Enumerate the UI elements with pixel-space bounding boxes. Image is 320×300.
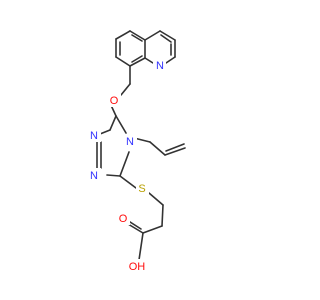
- atom-o-ether: O: [108, 93, 121, 107]
- svg-text:N: N: [90, 170, 98, 182]
- svg-text:OH: OH: [129, 261, 146, 273]
- svg-text:N: N: [126, 136, 134, 148]
- triazole-ring: [94, 115, 130, 177]
- atom-n-triazole-left-bottom: N: [88, 168, 101, 182]
- atom-oh-group: OH: [126, 259, 148, 273]
- svg-text:O: O: [110, 95, 119, 107]
- svg-text:S: S: [138, 183, 145, 195]
- atom-s-thioether: S: [136, 181, 149, 195]
- quinoline-pyridine-ring: [144, 30, 176, 64]
- atom-o-carbonyl: O: [117, 211, 130, 225]
- atom-n-triazole-left-top: N: [88, 128, 101, 142]
- allyl-group: [133, 137, 186, 156]
- atom-n-quinoline: N: [153, 58, 166, 72]
- ether-linkage: [109, 65, 131, 117]
- quinoline-benzo-ring: [115, 30, 146, 67]
- atom-n-triazole-right: N: [124, 134, 137, 148]
- propanoic-acid-chain: [119, 175, 164, 261]
- svg-text:O: O: [119, 213, 128, 225]
- svg-text:N: N: [90, 130, 98, 142]
- svg-text:N: N: [156, 60, 164, 72]
- molecule-structure: N O N N N S O OH: [88, 30, 186, 273]
